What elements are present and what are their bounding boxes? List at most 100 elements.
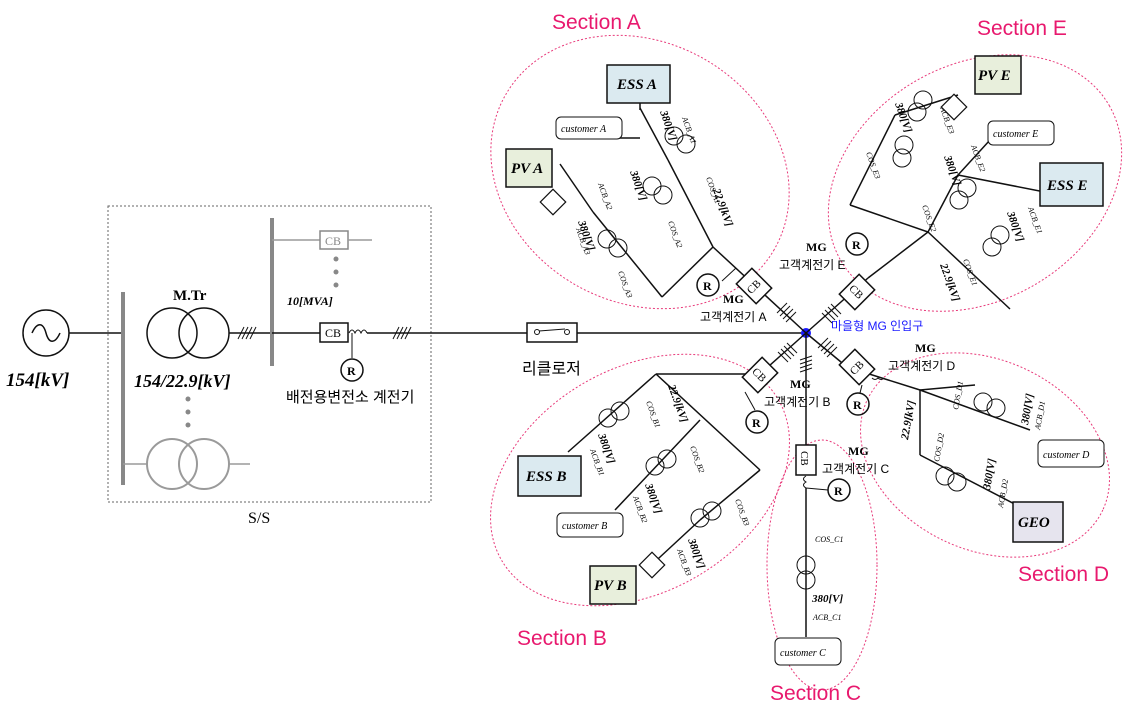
- inverter-pv-a: [539, 188, 567, 216]
- transformer-customer-a: [597, 229, 628, 258]
- svg-text:ACB_A2: ACB_A2: [596, 181, 614, 211]
- svg-text:380[V]: 380[V]: [981, 457, 998, 491]
- cb-e-group: CB: [838, 273, 876, 311]
- section-a-boundary: [490, 34, 790, 310]
- transformer-customer-e: [892, 135, 914, 168]
- substation-feeder-cb-label: CB: [325, 326, 341, 340]
- source-voltage: 154[kV]: [6, 370, 69, 391]
- transformer-ess-e: [982, 225, 1010, 257]
- inverter-pv-e: [940, 93, 968, 121]
- spare-transformer-primary: [146, 438, 198, 490]
- relay-b: [745, 410, 769, 434]
- section-e-boundary: [827, 54, 1123, 312]
- mv-label-b: 22.9[kV]: [665, 382, 690, 424]
- relay-e-line1: MG: [806, 240, 827, 254]
- substation-relay: [340, 358, 364, 382]
- svg-text:COS_A3: COS_A3: [616, 270, 634, 299]
- relay-d-line1: MG: [915, 341, 936, 355]
- customer-e-box: [987, 120, 1055, 146]
- relay-e: [845, 232, 869, 256]
- customer-e-label: customer E: [993, 129, 1038, 140]
- mg-cb-e: [838, 273, 876, 311]
- svg-text:ACB_D2: ACB_D2: [996, 478, 1010, 509]
- svg-text:ACB_C1: ACB_C1: [812, 613, 841, 622]
- substation-relay-letter: R: [347, 364, 356, 378]
- substation-label: S/S: [248, 510, 270, 527]
- section-e-label: Section E: [977, 17, 1067, 40]
- svg-text:COS_C1: COS_C1: [815, 535, 843, 544]
- transformer-pv-b: [690, 501, 722, 528]
- customer-c-label: customer C: [780, 648, 826, 659]
- transformer-ess-b: [598, 401, 630, 428]
- svg-text:380[V]: 380[V]: [1004, 209, 1026, 244]
- geo-box: [1012, 501, 1064, 543]
- section-b-label: Section B: [517, 627, 607, 650]
- sine-wave-icon: [31, 324, 61, 342]
- main-transformer-secondary: [178, 307, 230, 359]
- svg-text:R: R: [853, 398, 862, 412]
- relay-b-line2: 고객계전기 B: [764, 395, 831, 409]
- svg-text:380[V]: 380[V]: [627, 168, 649, 203]
- svg-text:COS_B3: COS_B3: [733, 498, 751, 527]
- substation-boundary: [107, 205, 432, 503]
- three-phase-mark-e: [821, 303, 842, 324]
- svg-text:COS_A2: COS_A2: [666, 220, 684, 249]
- customer-b-label: customer B: [562, 521, 607, 532]
- transformer-geo: [935, 466, 967, 492]
- cb-b-group: CB: [741, 356, 779, 394]
- transformer-customer-b: [645, 449, 677, 476]
- transformer-customer-d: [973, 392, 1006, 418]
- customer-d-box: [1037, 439, 1105, 468]
- relay-c: [827, 478, 851, 502]
- svg-text:COS_D2: COS_D2: [932, 432, 946, 462]
- relay-d-line2: 고객계전기 D: [888, 359, 956, 373]
- pv-e-box: [974, 55, 1022, 95]
- three-phase-mark-feeder: [392, 326, 412, 340]
- svg-text:ACB_E1: ACB_E1: [1026, 205, 1044, 235]
- mg-cb-b: [741, 356, 779, 394]
- transformer-e2: [949, 178, 977, 210]
- svg-text:380[V]: 380[V]: [941, 153, 963, 188]
- svg-text:ACB_A1: ACB_A1: [680, 115, 698, 145]
- relay-a: [696, 273, 720, 297]
- three-phase-mark-b: [777, 342, 798, 363]
- transformer-ess-a: [664, 126, 696, 154]
- mv-label-e: 22.9[kV]: [937, 261, 962, 303]
- spare-feeder-cb-label: CB: [325, 234, 341, 248]
- customer-d-label: customer D: [1043, 450, 1090, 461]
- mg-cb-a: [735, 267, 773, 305]
- transformer-pv-e: [907, 90, 933, 122]
- pv-e-label: PV E: [978, 68, 1011, 84]
- pv-b-label: PV B: [594, 578, 627, 594]
- svg-text:COS_E3: COS_E3: [864, 151, 882, 180]
- section-d-label: Section D: [1018, 563, 1109, 586]
- mv-label-d: 22.9[kV]: [899, 399, 918, 441]
- relay-e-line2: 고객계전기 E: [779, 258, 846, 272]
- svg-text:R: R: [834, 484, 843, 498]
- svg-text:ACB_B2: ACB_B2: [631, 494, 649, 524]
- svg-text:COS_B2: COS_B2: [688, 445, 706, 474]
- three-phase-mark-d: [817, 337, 838, 358]
- svg-text:380[V]: 380[V]: [1019, 392, 1036, 426]
- ess-b-label: ESS B: [525, 469, 566, 485]
- geo-label: GEO: [1018, 515, 1050, 531]
- recloser-label: 리클로저: [522, 360, 581, 378]
- ess-e-box: [1039, 162, 1104, 207]
- inverter-pv-b: [638, 551, 666, 579]
- continuation-dots-transformer: [185, 396, 191, 428]
- substation-feeder-cb: [319, 322, 349, 343]
- ess-a-label: ESS A: [616, 77, 657, 93]
- customer-c-box: [774, 637, 842, 666]
- section-a-label: Section A: [552, 11, 641, 34]
- cb-a-group: CB: [735, 267, 773, 305]
- ess-a-box: [606, 64, 671, 104]
- svg-text:R: R: [752, 416, 761, 430]
- section-c-label: Section C: [770, 682, 861, 705]
- transformer-pv-a: [642, 176, 673, 205]
- svg-text:COS_E1: COS_E1: [961, 258, 979, 287]
- capacity-label: 10[MVA]: [287, 294, 333, 308]
- svg-text:R: R: [852, 238, 861, 252]
- relay-b-line1: MG: [790, 377, 811, 391]
- substation-relay-caption: 배전용변전소 계전기: [286, 389, 414, 406]
